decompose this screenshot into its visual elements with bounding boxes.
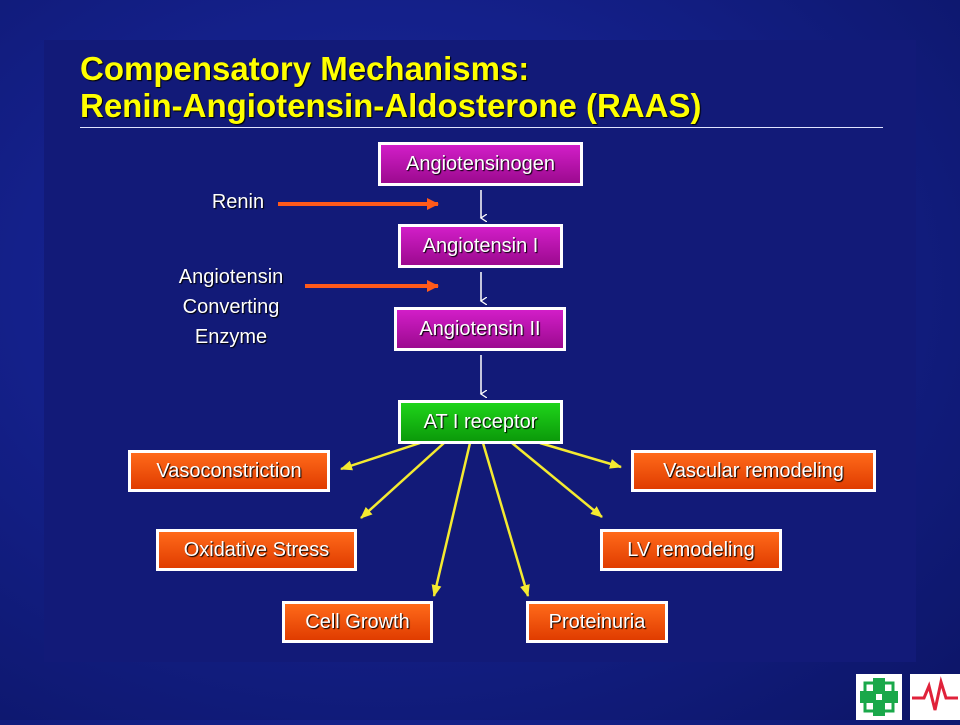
lv-remodeling-box: LV remodeling <box>600 529 782 571</box>
arrow-to-vascular-remodeling <box>539 441 622 469</box>
slide-title: Compensatory Mechanisms: Renin-Angiotens… <box>80 50 701 124</box>
ace-label: Angiotensin Converting Enzyme <box>150 262 312 352</box>
vasoconstriction-box: Vasoconstriction <box>128 450 330 492</box>
hospital-cross-logo-icon <box>856 674 902 720</box>
renin-label: Renin <box>211 191 265 213</box>
title-line-2: Renin-Angiotensin-Aldosterone (RAAS) <box>80 87 702 124</box>
title-line-1: Compensatory Mechanisms: <box>80 50 530 87</box>
oxidative-stress-box: Oxidative Stress <box>156 529 357 571</box>
arrow-to-vasoconstriction <box>340 441 421 471</box>
ace-label-line-1: Angiotensin <box>178 266 284 288</box>
arrow-to-proteinuria <box>481 442 530 597</box>
angiotensin-1-box: Angiotensin I <box>398 224 563 268</box>
arrow-to-cell-growth <box>431 442 472 597</box>
title-divider <box>80 127 883 128</box>
ace-label-line-2: Converting <box>182 296 280 318</box>
cell-growth-box: Cell Growth <box>282 601 433 643</box>
at1-receptor-box: AT I receptor <box>398 400 563 444</box>
angiotensin-2-box: Angiotensin II <box>394 307 566 351</box>
proteinuria-box: Proteinuria <box>526 601 668 643</box>
vascular-remodeling-box: Vascular remodeling <box>631 450 876 492</box>
heartbeat-logo-icon <box>910 674 960 720</box>
arrow-to-oxidative-stress <box>360 442 445 519</box>
ace-label-line-3: Enzyme <box>194 326 268 348</box>
arrow-to-lv-remodeling <box>511 442 603 518</box>
angiotensinogen-box: Angiotensinogen <box>378 142 583 186</box>
